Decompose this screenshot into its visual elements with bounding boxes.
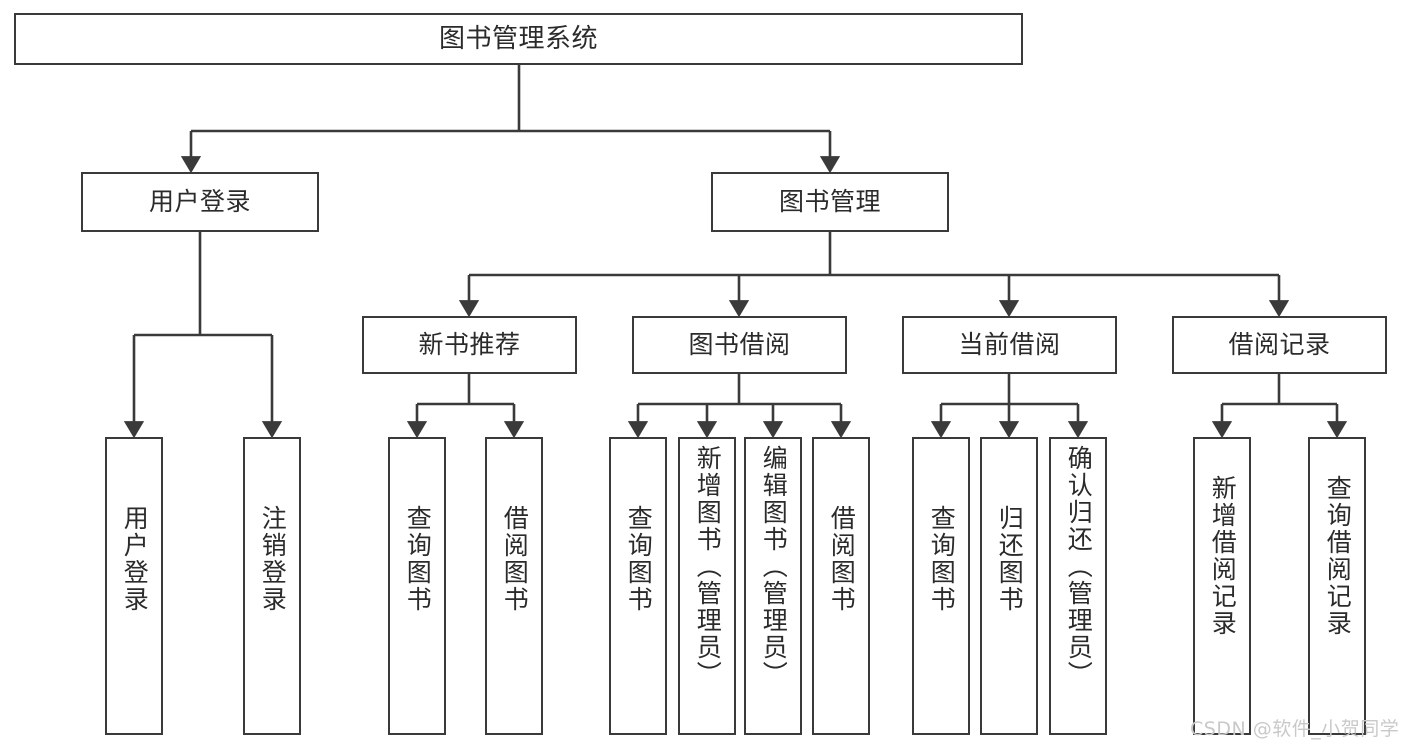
node-leaf-borrow-book-1-label: 借阅图书 (500, 505, 530, 613)
node-leaf-return-book[interactable]: 归还图书 (980, 437, 1038, 735)
node-leaf-borrow-book-2-label: 借阅图书 (827, 505, 857, 613)
node-current-borrow-label: 当前借阅 (958, 330, 1061, 360)
node-leaf-query-book-2-label: 查询图书 (624, 505, 654, 613)
node-leaf-confirm-return[interactable]: 确认归还（管理员） (1049, 437, 1107, 735)
node-book-manage-label: 图书管理 (778, 187, 881, 217)
node-leaf-add-book[interactable]: 新增图书（管理员） (678, 437, 736, 735)
node-leaf-edit-book[interactable]: 编辑图书（管理员） (744, 437, 802, 735)
csdn-watermark: CSDN @软件_小贺同学 (1190, 718, 1400, 740)
node-borrow-record-label: 借阅记录 (1228, 330, 1331, 360)
node-book-manage[interactable]: 图书管理 (711, 172, 949, 232)
node-leaf-edit-book-label: 编辑图书（管理员） (759, 445, 789, 688)
node-leaf-query-book-3[interactable]: 查询图书 (912, 437, 970, 735)
node-leaf-add-book-label: 新增图书（管理员） (693, 445, 723, 688)
node-book-borrow[interactable]: 图书借阅 (632, 316, 847, 374)
node-new-book-rec[interactable]: 新书推荐 (362, 316, 577, 374)
node-leaf-borrow-book-1[interactable]: 借阅图书 (485, 437, 543, 735)
node-root[interactable]: 图书管理系统 (14, 13, 1023, 65)
node-borrow-record[interactable]: 借阅记录 (1172, 316, 1387, 374)
node-current-borrow[interactable]: 当前借阅 (902, 316, 1117, 374)
node-leaf-return-book-label: 归还图书 (995, 505, 1025, 613)
node-leaf-logout[interactable]: 注销登录 (243, 437, 301, 735)
node-leaf-user-login-label: 用户登录 (120, 505, 150, 613)
node-new-book-rec-label: 新书推荐 (418, 330, 521, 360)
node-user-login[interactable]: 用户登录 (81, 172, 319, 232)
node-leaf-borrow-book-2[interactable]: 借阅图书 (812, 437, 870, 735)
node-user-login-label: 用户登录 (148, 187, 251, 217)
node-leaf-add-record-label: 新增借阅记录 (1208, 475, 1238, 637)
node-leaf-query-book-3-label: 查询图书 (927, 505, 957, 613)
node-leaf-add-record[interactable]: 新增借阅记录 (1193, 437, 1251, 735)
node-root-label: 图书管理系统 (438, 23, 598, 54)
node-leaf-query-book-1-label: 查询图书 (403, 505, 433, 613)
node-leaf-query-record-label: 查询借阅记录 (1323, 475, 1353, 637)
node-leaf-logout-label: 注销登录 (258, 505, 288, 613)
node-leaf-query-book-2[interactable]: 查询图书 (609, 437, 667, 735)
node-leaf-query-book-1[interactable]: 查询图书 (388, 437, 446, 735)
node-leaf-user-login[interactable]: 用户登录 (105, 437, 163, 735)
node-book-borrow-label: 图书借阅 (688, 330, 791, 360)
node-leaf-query-record[interactable]: 查询借阅记录 (1308, 437, 1366, 735)
node-leaf-confirm-return-label: 确认归还（管理员） (1064, 445, 1094, 688)
